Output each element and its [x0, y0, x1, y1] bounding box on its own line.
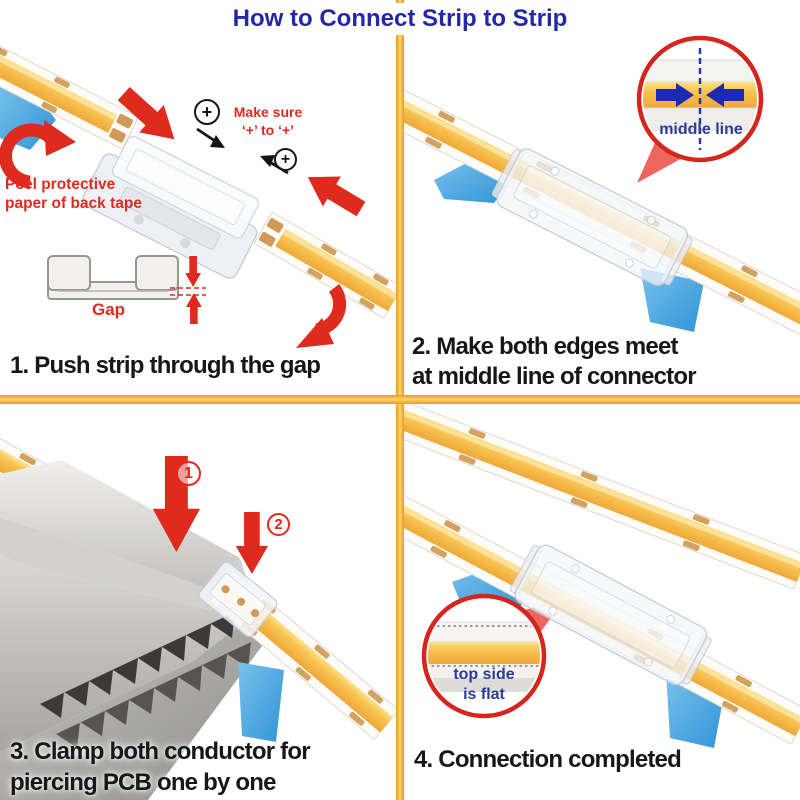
magnifier-circle [421, 593, 547, 719]
pliers-teeth [40, 612, 235, 718]
polarity-label-line2: ‘+’ to ‘+’ [241, 122, 295, 138]
magnifier-circle [636, 35, 764, 163]
top-side-label: top side is flat [432, 665, 536, 705]
pliers-teeth [56, 642, 251, 748]
step4-illustration [404, 404, 800, 748]
step-marker-1-icon: 1 [176, 461, 201, 486]
blue-tape [238, 662, 284, 742]
top-side-label-line1: top side [453, 666, 515, 683]
step2-caption: 2. Make both edges meet at middle line o… [412, 332, 697, 392]
polarity-label: Make sure ‘+’ to ‘+’ [229, 103, 307, 139]
strip-connector [510, 544, 712, 686]
blue-arrow-icon [656, 83, 694, 107]
horizontal-divider [0, 395, 800, 404]
step-marker-2-icon: 2 [267, 513, 290, 536]
black-arrow-icon [196, 127, 225, 148]
strip-connector [198, 561, 278, 638]
peel-tape-label-line1: Peel protective [5, 176, 116, 193]
step3-caption-line2: piercing PCB one by one [10, 769, 276, 796]
step3-caption-line1: 3. Clamp both conductor for [10, 738, 311, 765]
led-strip [404, 404, 800, 590]
red-arrow-icon [298, 162, 371, 224]
strip-connector [82, 135, 260, 279]
step1-illustration [0, 28, 396, 348]
gap-diagram [47, 255, 206, 324]
step4-caption: 4. Connection completed [414, 746, 682, 773]
plus-circle-icon: + [194, 99, 220, 125]
step2-illustration [404, 35, 800, 336]
curved-arrow-icon [0, 120, 76, 189]
strip-connector [491, 148, 693, 286]
step3-caption: 3. Clamp both conductor for piercing PCB… [10, 736, 311, 798]
polarity-label-line1: Make sure [233, 104, 303, 120]
blue-arrow-icon [706, 83, 744, 107]
plus-circle-icon: + [274, 148, 297, 171]
peel-tape-label: Peel protective paper of back tape [5, 175, 142, 213]
step2-caption-line2: at middle line of connector [412, 363, 697, 390]
page-title: How to Connect Strip to Strip [222, 3, 578, 35]
curved-arrow-icon [296, 283, 347, 348]
peel-tape-label-line2: paper of back tape [5, 195, 142, 212]
step3-illustration [0, 422, 396, 800]
gap-label: Gap [92, 300, 126, 319]
pliers [0, 460, 262, 800]
top-side-label-line2: is flat [463, 686, 505, 703]
step2-caption-line1: 2. Make both edges meet [412, 333, 678, 360]
step1-caption: 1. Push strip through the gap [10, 352, 321, 379]
middle-line-label: middle line [659, 121, 743, 138]
led-strip [0, 28, 139, 149]
led-strip [254, 212, 396, 318]
